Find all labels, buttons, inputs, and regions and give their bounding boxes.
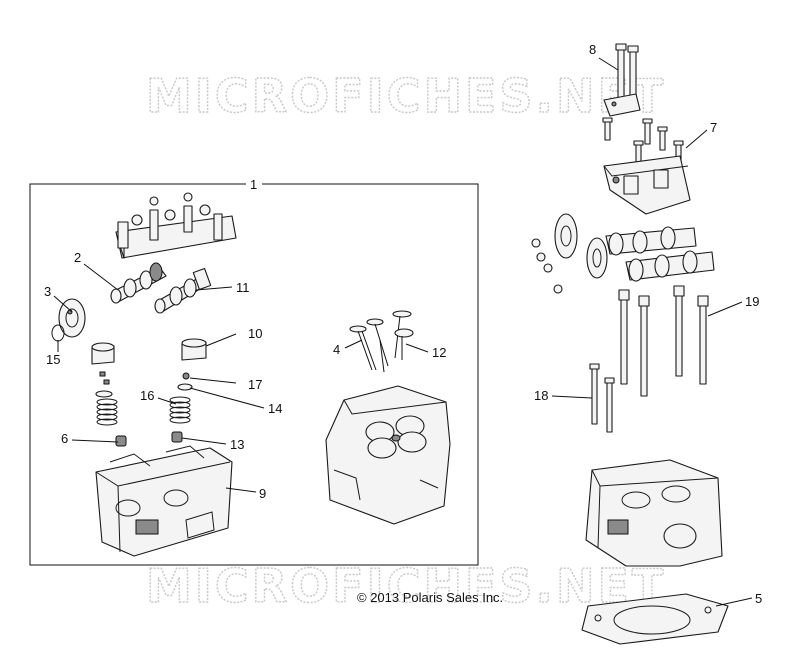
callout-3: 3	[44, 284, 51, 299]
head-bolts-long	[618, 285, 709, 397]
callout-18: 18	[534, 388, 548, 403]
callout-9: 9	[259, 486, 266, 501]
callout-19: 19	[745, 294, 759, 309]
cylinder-head-right	[585, 459, 723, 567]
head-gasket	[581, 593, 729, 645]
watermark-top: MICROFICHES.NET	[146, 69, 666, 123]
callout-14: 14	[268, 401, 282, 416]
callouts: 1 2 3 4 5 6 7 8 9 10 11 12 13 14 15 16 1…	[44, 42, 762, 606]
retaining-clip	[51, 324, 65, 342]
valve-seals	[115, 431, 183, 447]
callout-15: 15	[46, 352, 60, 367]
camshaft-exhaust	[110, 262, 167, 304]
callout-2: 2	[74, 250, 81, 265]
valve-tappets	[91, 338, 207, 365]
gear-bolts	[531, 238, 563, 294]
callout-4: 4	[333, 342, 340, 357]
callout-5: 5	[755, 591, 762, 606]
callout-8: 8	[589, 42, 596, 57]
valves	[349, 310, 414, 373]
callout-17: 17	[248, 377, 262, 392]
callout-16: 16	[140, 388, 154, 403]
callout-11: 11	[236, 280, 250, 295]
callout-10: 10	[248, 326, 262, 341]
cylinder-head-underside	[325, 385, 451, 525]
camshafts-right	[605, 226, 715, 282]
callout-13: 13	[230, 437, 244, 452]
assembly-box	[29, 183, 479, 566]
callout-7: 7	[710, 120, 717, 135]
head-bolts-short	[603, 43, 641, 117]
watermark-bottom: MICROFICHES.NET	[146, 559, 666, 613]
callout-12: 12	[432, 345, 446, 360]
callout-1: 1	[250, 177, 257, 192]
callout-6: 6	[61, 431, 68, 446]
cam-gears	[554, 213, 608, 279]
leader-lines	[53, 57, 753, 607]
valve-springs	[96, 396, 191, 426]
carrier-bolts	[602, 117, 684, 165]
valve-keepers	[95, 371, 193, 398]
cam-carrier	[603, 155, 691, 215]
copyright-notice: © 2013 Polaris Sales Inc.	[357, 590, 503, 605]
cam-sprocket-small	[58, 298, 86, 338]
cylinder-head	[95, 445, 233, 557]
camshaft-intake	[154, 267, 212, 314]
head-bolts-medium	[589, 363, 615, 433]
cam-carrier-assembly	[115, 192, 237, 259]
